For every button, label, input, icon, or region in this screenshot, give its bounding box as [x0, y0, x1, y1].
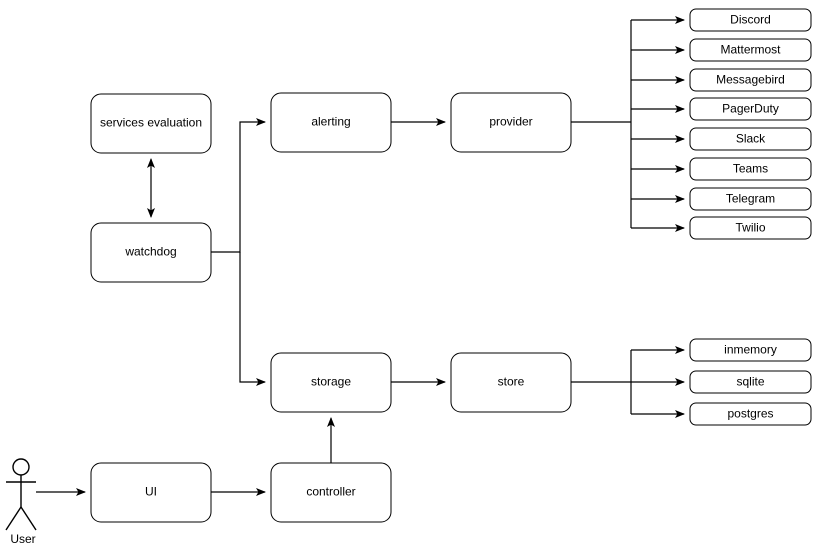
node-watchdog-shape[interactable]: [90, 222, 212, 283]
node-provider[interactable]: provider: [450, 92, 572, 153]
provider-option-teams-shape[interactable]: [689, 157, 812, 181]
node-provider-label: provider: [489, 115, 532, 129]
store-options-list: inmemory sqlite postgres: [689, 338, 812, 426]
provider-option-mattermost[interactable]: Mattermost: [689, 38, 812, 62]
provider-options-list: Discord Mattermost Messagebird PagerDuty…: [689, 8, 812, 240]
edge-layer: [36, 16, 685, 496]
store-option-sqlite[interactable]: sqlite: [689, 370, 812, 394]
provider-option-mattermost-shape[interactable]: [689, 38, 812, 62]
node-storage-label: storage: [311, 375, 351, 389]
provider-option-pagerduty-shape[interactable]: [689, 97, 812, 121]
node-alerting[interactable]: alerting: [270, 92, 392, 153]
node-provider-shape[interactable]: [450, 92, 572, 153]
store-option-sqlite-label: sqlite: [736, 375, 764, 389]
provider-option-discord-shape[interactable]: [689, 8, 812, 32]
node-controller-label: controller: [306, 485, 355, 499]
provider-option-twilio-shape[interactable]: [689, 216, 812, 240]
provider-option-slack[interactable]: Slack: [689, 127, 812, 151]
provider-option-telegram-shape[interactable]: [689, 187, 812, 211]
provider-option-telegram[interactable]: Telegram: [689, 187, 812, 211]
node-alerting-label: alerting: [311, 115, 350, 129]
node-controller-shape[interactable]: [270, 462, 392, 523]
provider-option-messagebird[interactable]: Messagebird: [689, 68, 812, 92]
actor-head-icon: [12, 458, 30, 476]
node-storage-shape[interactable]: [270, 352, 392, 413]
node-ui-label: UI: [145, 485, 157, 499]
node-watchdog-label: watchdog: [124, 245, 176, 259]
node-ui-shape[interactable]: [90, 462, 212, 523]
node-layer: services evaluation watchdog alerting pr…: [90, 92, 572, 523]
store-option-inmemory-shape[interactable]: [689, 338, 812, 362]
provider-option-twilio[interactable]: Twilio: [689, 216, 812, 240]
actor-leg-left: [5, 506, 22, 531]
provider-option-pagerduty-label: PagerDuty: [722, 102, 779, 116]
actor-label: User: [10, 532, 35, 546]
provider-option-discord[interactable]: Discord: [689, 8, 812, 32]
provider-option-mattermost-label: Mattermost: [720, 43, 781, 57]
provider-option-teams-label: Teams: [733, 162, 768, 176]
node-store[interactable]: store: [450, 352, 572, 413]
store-option-inmemory[interactable]: inmemory: [689, 338, 812, 362]
node-watchdog[interactable]: watchdog: [90, 222, 212, 283]
provider-option-slack-label: Slack: [736, 132, 766, 146]
store-option-postgres[interactable]: postgres: [689, 402, 812, 426]
node-alerting-shape[interactable]: [270, 92, 392, 153]
node-services-evaluation-label: services evaluation: [100, 116, 202, 130]
store-option-sqlite-shape[interactable]: [689, 370, 812, 394]
store-option-inmemory-label: inmemory: [724, 343, 777, 357]
node-services-evaluation-shape[interactable]: [90, 93, 212, 154]
node-services-evaluation[interactable]: services evaluation: [90, 93, 212, 154]
provider-option-slack-shape[interactable]: [689, 127, 812, 151]
store-option-postgres-shape[interactable]: [689, 402, 812, 426]
edge-watchdog-alerting: [211, 118, 266, 253]
provider-option-pagerduty[interactable]: PagerDuty: [689, 97, 812, 121]
node-store-shape[interactable]: [450, 352, 572, 413]
node-storage[interactable]: storage: [270, 352, 392, 413]
provider-option-teams[interactable]: Teams: [689, 157, 812, 181]
node-store-label: store: [498, 375, 525, 389]
node-ui[interactable]: UI: [90, 462, 212, 523]
provider-option-telegram-label: Telegram: [726, 192, 775, 206]
edge-watchdog-storage: [239, 252, 266, 386]
provider-option-discord-label: Discord: [730, 13, 771, 27]
user-actor[interactable]: User: [5, 458, 37, 546]
provider-option-messagebird-label: Messagebird: [716, 73, 785, 87]
provider-option-messagebird-shape[interactable]: [689, 68, 812, 92]
node-controller[interactable]: controller: [270, 462, 392, 523]
actor-leg-right: [20, 506, 37, 531]
store-option-postgres-label: postgres: [727, 407, 773, 421]
provider-option-twilio-label: Twilio: [735, 221, 765, 235]
